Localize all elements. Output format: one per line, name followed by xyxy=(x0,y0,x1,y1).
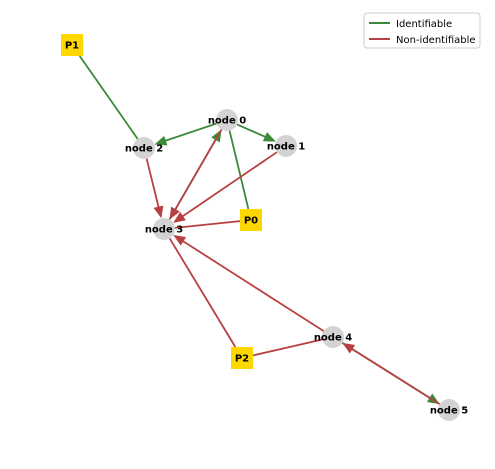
param-square xyxy=(61,34,83,56)
edge-node1-node3 xyxy=(173,151,278,223)
edge-line xyxy=(163,122,217,143)
param-square xyxy=(240,209,262,231)
edge-P0-node0 xyxy=(228,130,250,210)
graph-node2: node 2 xyxy=(125,137,163,159)
arrowhead xyxy=(262,132,276,142)
arrowhead xyxy=(169,206,180,220)
edge-P1-node2 xyxy=(78,55,139,140)
legend-box xyxy=(363,12,481,49)
node-circle xyxy=(275,135,297,157)
arrowhead xyxy=(173,234,187,246)
param-P0: P0 xyxy=(240,209,262,231)
graph-node4: node 4 xyxy=(314,326,352,348)
node-label: node 3 xyxy=(145,225,183,236)
graph-node5: node 5 xyxy=(430,399,468,421)
node-circle xyxy=(322,326,344,348)
edges-layer xyxy=(78,55,441,405)
edge-node0-node2 xyxy=(154,122,217,146)
edge-P2-node3 xyxy=(168,237,237,348)
node-label: node 2 xyxy=(125,144,163,155)
nodes-layer: node 0 node 1 node 2 node 3 node 4 node 5 P0 P1… xyxy=(61,34,468,421)
edge-line xyxy=(168,237,237,348)
node-label: node 0 xyxy=(208,116,246,127)
node-circle xyxy=(216,109,238,131)
legend: Identifiable Non-identifiable xyxy=(363,12,481,49)
legend-label-identifiable: Identifiable xyxy=(396,19,452,30)
edge-node0-node1 xyxy=(236,123,276,142)
graph-node3: node 3 xyxy=(145,218,183,240)
param-P1: P1 xyxy=(61,34,83,56)
legend-label-non-identifiable: Non-identifiable xyxy=(396,35,476,46)
arrowhead xyxy=(153,205,164,219)
node-label: node 4 xyxy=(314,333,352,344)
arrowhead xyxy=(342,342,356,354)
edge-line xyxy=(228,130,250,210)
param-square xyxy=(231,347,253,369)
edge-line xyxy=(349,347,441,405)
edge-line xyxy=(252,338,323,357)
edge-line xyxy=(180,151,278,219)
edge-node2-node3 xyxy=(145,158,164,219)
node-label: P0 xyxy=(244,216,258,227)
node-circle xyxy=(133,137,155,159)
node-label: P2 xyxy=(235,354,249,365)
edge-node4-node3 xyxy=(173,234,325,332)
edge-P0-node3 xyxy=(174,220,241,229)
node-label: P1 xyxy=(65,41,79,52)
edge-line xyxy=(174,220,241,229)
edge-P2-node4 xyxy=(252,338,323,357)
edge-line xyxy=(180,239,325,332)
arrowhead xyxy=(173,211,186,223)
graph-node0: node 0 xyxy=(208,109,246,131)
edge-line xyxy=(173,129,223,212)
edge-line xyxy=(236,123,268,139)
node-label: node 5 xyxy=(430,406,468,417)
graph-node1: node 1 xyxy=(267,135,305,157)
edge-node0-node3 xyxy=(169,129,223,220)
node-circle xyxy=(438,399,460,421)
node-circle xyxy=(153,218,175,240)
edge-line xyxy=(145,158,160,210)
arrowhead xyxy=(154,135,168,146)
edge-node5-node4 xyxy=(342,342,441,405)
node-label: node 1 xyxy=(267,142,305,153)
param-P2: P2 xyxy=(231,347,253,369)
edge-line xyxy=(78,55,139,140)
